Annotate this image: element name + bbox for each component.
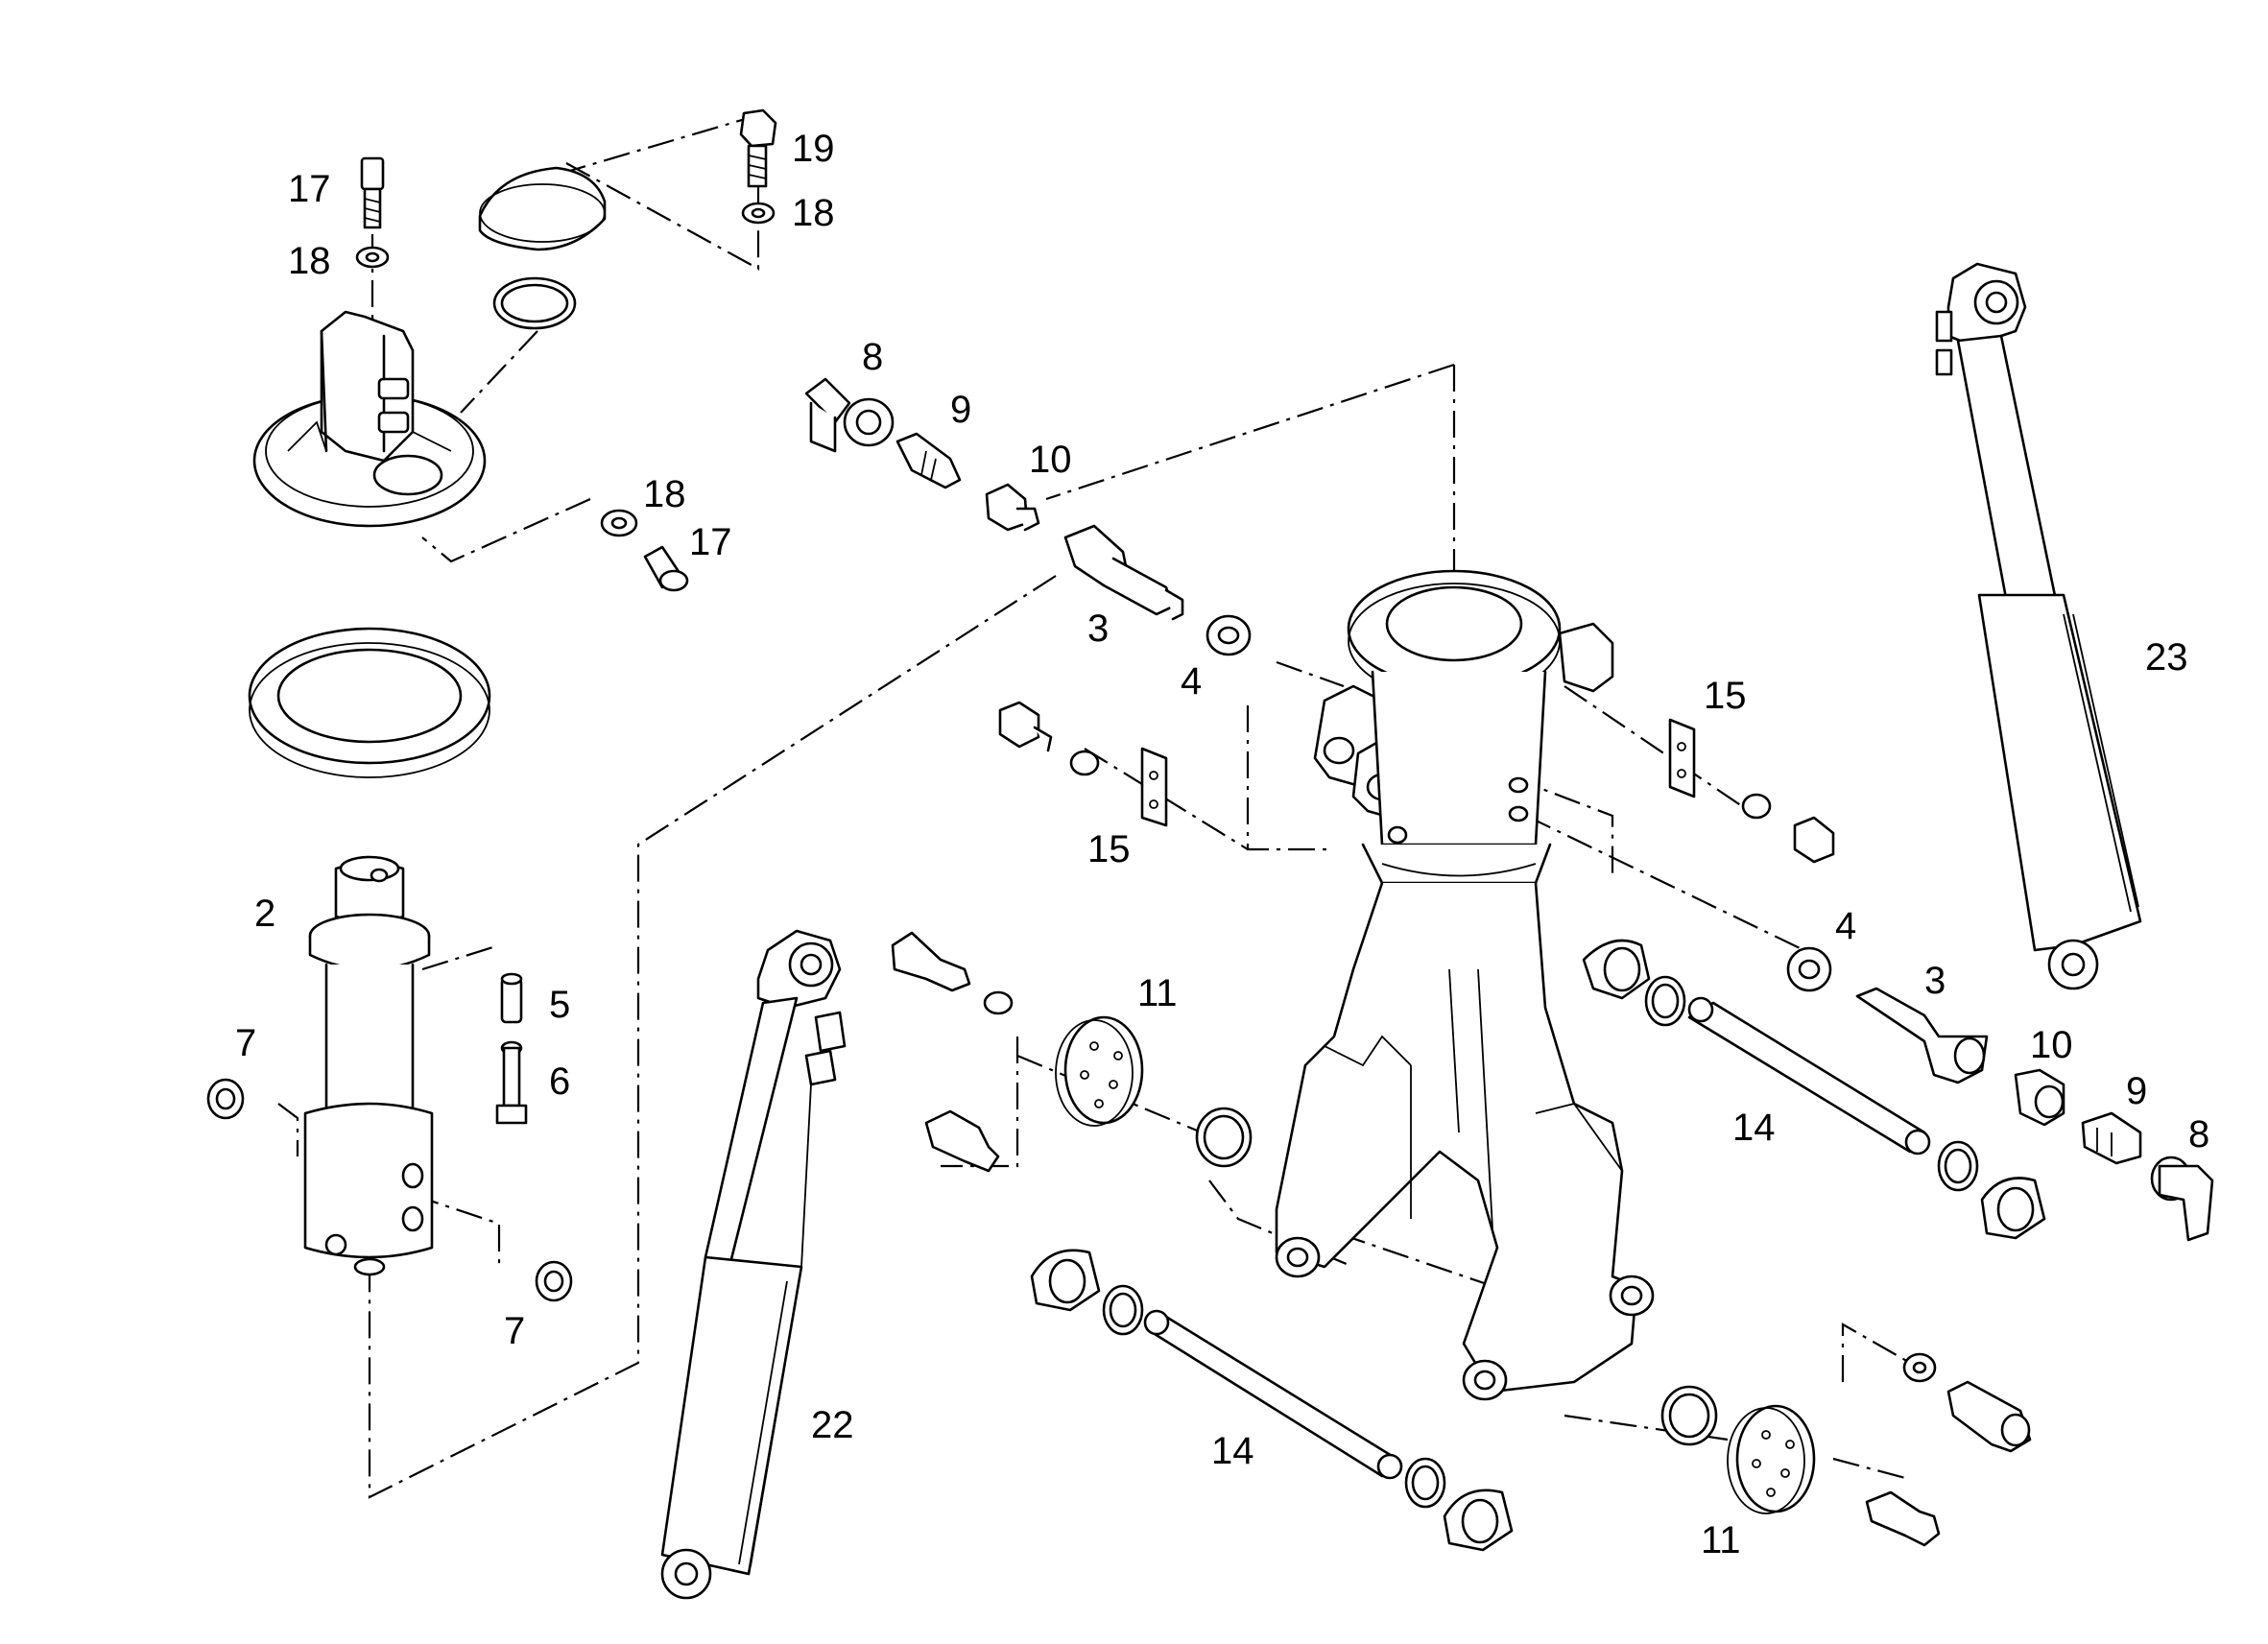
pin-3-lower (1855, 987, 1989, 1084)
elbow-fitting-8-upper (804, 377, 895, 453)
callout-4: 4 (1835, 905, 1856, 947)
washer-18-lower (600, 509, 638, 537)
washer-18-upper (355, 246, 390, 269)
callout-6: 6 (549, 1060, 570, 1103)
callout-11: 11 (1137, 972, 1178, 1014)
cap-screw-left-11 (891, 931, 1014, 1015)
callout-11: 11 (1701, 1519, 1741, 1561)
callout-4: 4 (1181, 660, 1202, 703)
union-10-upper (985, 483, 1040, 532)
callout-labels: 17 18 19 18 8 9 10 18 17 3 4 15 15 23 2 … (235, 128, 2209, 1561)
callout-19: 19 (792, 128, 835, 170)
callout-8: 8 (2188, 1113, 2209, 1156)
callout-18: 18 (792, 192, 835, 234)
callout-15: 15 (1704, 675, 1747, 717)
cap-screw-17-lower (643, 545, 689, 592)
hydraulic-cylinder-22 (660, 929, 847, 1600)
callout-18: 18 (288, 240, 331, 282)
grease-nipple-upper (924, 1109, 1000, 1173)
washer-18-top (741, 202, 776, 225)
shim-lower-c (1660, 1385, 1718, 1446)
hex-bolt-19 (739, 108, 777, 188)
bolt-washer-right-15 (1741, 793, 1835, 864)
callout-5: 5 (549, 984, 570, 1026)
callout-10: 10 (2030, 1024, 2073, 1066)
pin-14-lower (1143, 1309, 1403, 1480)
callout-9: 9 (950, 389, 971, 431)
shim-right-a (1644, 975, 1686, 1027)
clamp-lower-left (1030, 1249, 1101, 1312)
adapter-9-lower (2081, 1111, 2142, 1165)
shim-upper (1195, 1107, 1253, 1168)
seal-7-left (206, 1078, 245, 1120)
lock-plate-15-left (1140, 747, 1168, 827)
cover-cap (478, 166, 607, 251)
grease-nipple-lower (1865, 1490, 1941, 1547)
callout-7: 7 (235, 1022, 256, 1064)
cap-screw-17-upper (360, 156, 385, 229)
callout-7: 7 (504, 1310, 525, 1352)
callout-8: 8 (862, 336, 883, 378)
callout-3: 3 (1924, 960, 1946, 1002)
hydraulic-cylinder-23 (1935, 262, 2142, 990)
callout-15: 15 (1087, 828, 1131, 870)
swivel-flange-bracket (252, 310, 487, 528)
lock-plate-15-right (1668, 718, 1696, 798)
callout-17: 17 (689, 521, 732, 563)
washer-4-upper (1206, 614, 1252, 656)
slewing-ring (248, 627, 491, 778)
sleeve-5 (500, 972, 523, 1024)
clamp-lower-center (1443, 1489, 1514, 1552)
end-plate-11-upper (1055, 1015, 1144, 1127)
o-ring-upper (492, 276, 577, 330)
callout-17: 17 (288, 168, 331, 210)
bolt-6 (495, 1040, 528, 1125)
end-plate-11-lower (1727, 1404, 1816, 1514)
seal-7-right (535, 1260, 573, 1302)
clamp-upper-left (1582, 939, 1651, 1000)
callout-2: 2 (254, 893, 275, 935)
swivel-head-assembly (248, 156, 689, 778)
callout-22: 22 (811, 1404, 854, 1446)
callout-14: 14 (1211, 1430, 1254, 1472)
bolt-washer-left-15 (998, 701, 1100, 776)
elbow-fitting-8-lower (2150, 1156, 2214, 1242)
pin-14-upper (1687, 996, 1931, 1156)
callout-14: 14 (1732, 1107, 1776, 1149)
callout-10: 10 (1029, 439, 1072, 481)
rotary-union-2 (303, 855, 434, 1276)
cap-screw-lower-right (1946, 1380, 2032, 1453)
shim-lower-a (1102, 1284, 1144, 1336)
washer-4-lower (1786, 946, 1832, 992)
mast-base-frame (1275, 569, 1655, 1401)
pin-3-upper (1063, 524, 1184, 621)
washer-lower-right (1902, 1352, 1937, 1383)
union-10-lower (2014, 1068, 2065, 1127)
callout-23: 23 (2145, 636, 2188, 679)
callout-3: 3 (1087, 608, 1109, 650)
adapter-9-upper (895, 432, 962, 489)
callout-18: 18 (643, 473, 686, 515)
shim-lower-b (1404, 1457, 1446, 1509)
callout-9: 9 (2126, 1070, 2147, 1112)
clamp-lower-right (1980, 1177, 2046, 1240)
shim-right-b (1937, 1140, 1979, 1192)
